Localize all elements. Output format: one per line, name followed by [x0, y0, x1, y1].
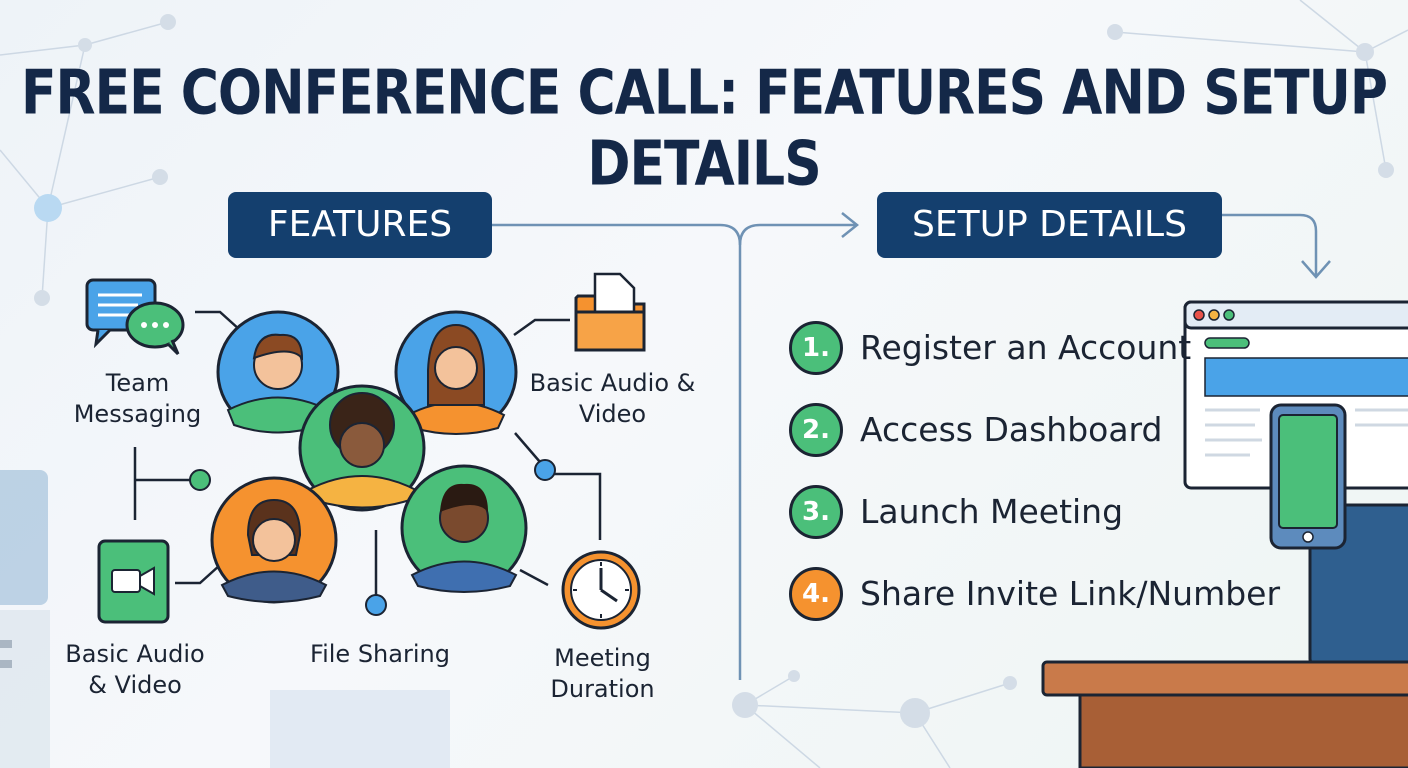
- step-4-label: Share Invite Link/Number: [860, 574, 1281, 613]
- feature-label-basic-audio-video-top: Basic Audio & Video: [529, 369, 696, 428]
- video-camera-icon: [97, 539, 170, 624]
- feature-label-basic-audio-video-bottom: Basic Audio & Video: [65, 640, 205, 699]
- feature-connectors: [133, 310, 602, 595]
- step-4-badge: 4.: [789, 567, 843, 621]
- connector-dots: [189, 459, 556, 616]
- desk-illustration: [1041, 503, 1408, 768]
- glow-node: [34, 194, 62, 222]
- feature-label-meeting-duration: Meeting Duration: [550, 644, 655, 703]
- avatar-woman-orange: [210, 476, 338, 604]
- page-title: FREE CONFERENCE CALL: FEATURES AND SETUP…: [21, 58, 1388, 200]
- avatar-woman-blue: [394, 310, 518, 435]
- feature-label-file-sharing: File Sharing: [310, 640, 450, 668]
- smartphone-icon: [1269, 403, 1347, 550]
- step-1-label: Register an Account: [860, 328, 1192, 367]
- setup-details-heading: SETUP DETAILS: [877, 192, 1222, 258]
- browser-window-icon: [1183, 300, 1408, 490]
- step-1-badge: 1.: [789, 321, 843, 375]
- step-2-label: Access Dashboard: [860, 410, 1163, 449]
- folder-icon: [574, 272, 646, 352]
- step-3-label: Launch Meeting: [860, 492, 1124, 531]
- feature-label-team-messaging: Team Messaging: [73, 369, 202, 428]
- network-nodes: [34, 14, 1394, 728]
- avatar-man-green: [400, 464, 528, 593]
- chat-bubbles-icon: [85, 278, 185, 356]
- avatar-woman-green: [298, 384, 426, 512]
- step-2-badge: 2.: [789, 403, 843, 457]
- left-laptop-decoration: [0, 470, 450, 768]
- step-3-badge: 3.: [789, 485, 843, 539]
- avatar-man-blue: [216, 310, 340, 434]
- flow-connectors: [492, 212, 1331, 680]
- clock-icon: [561, 550, 641, 630]
- features-heading: FEATURES: [228, 192, 492, 258]
